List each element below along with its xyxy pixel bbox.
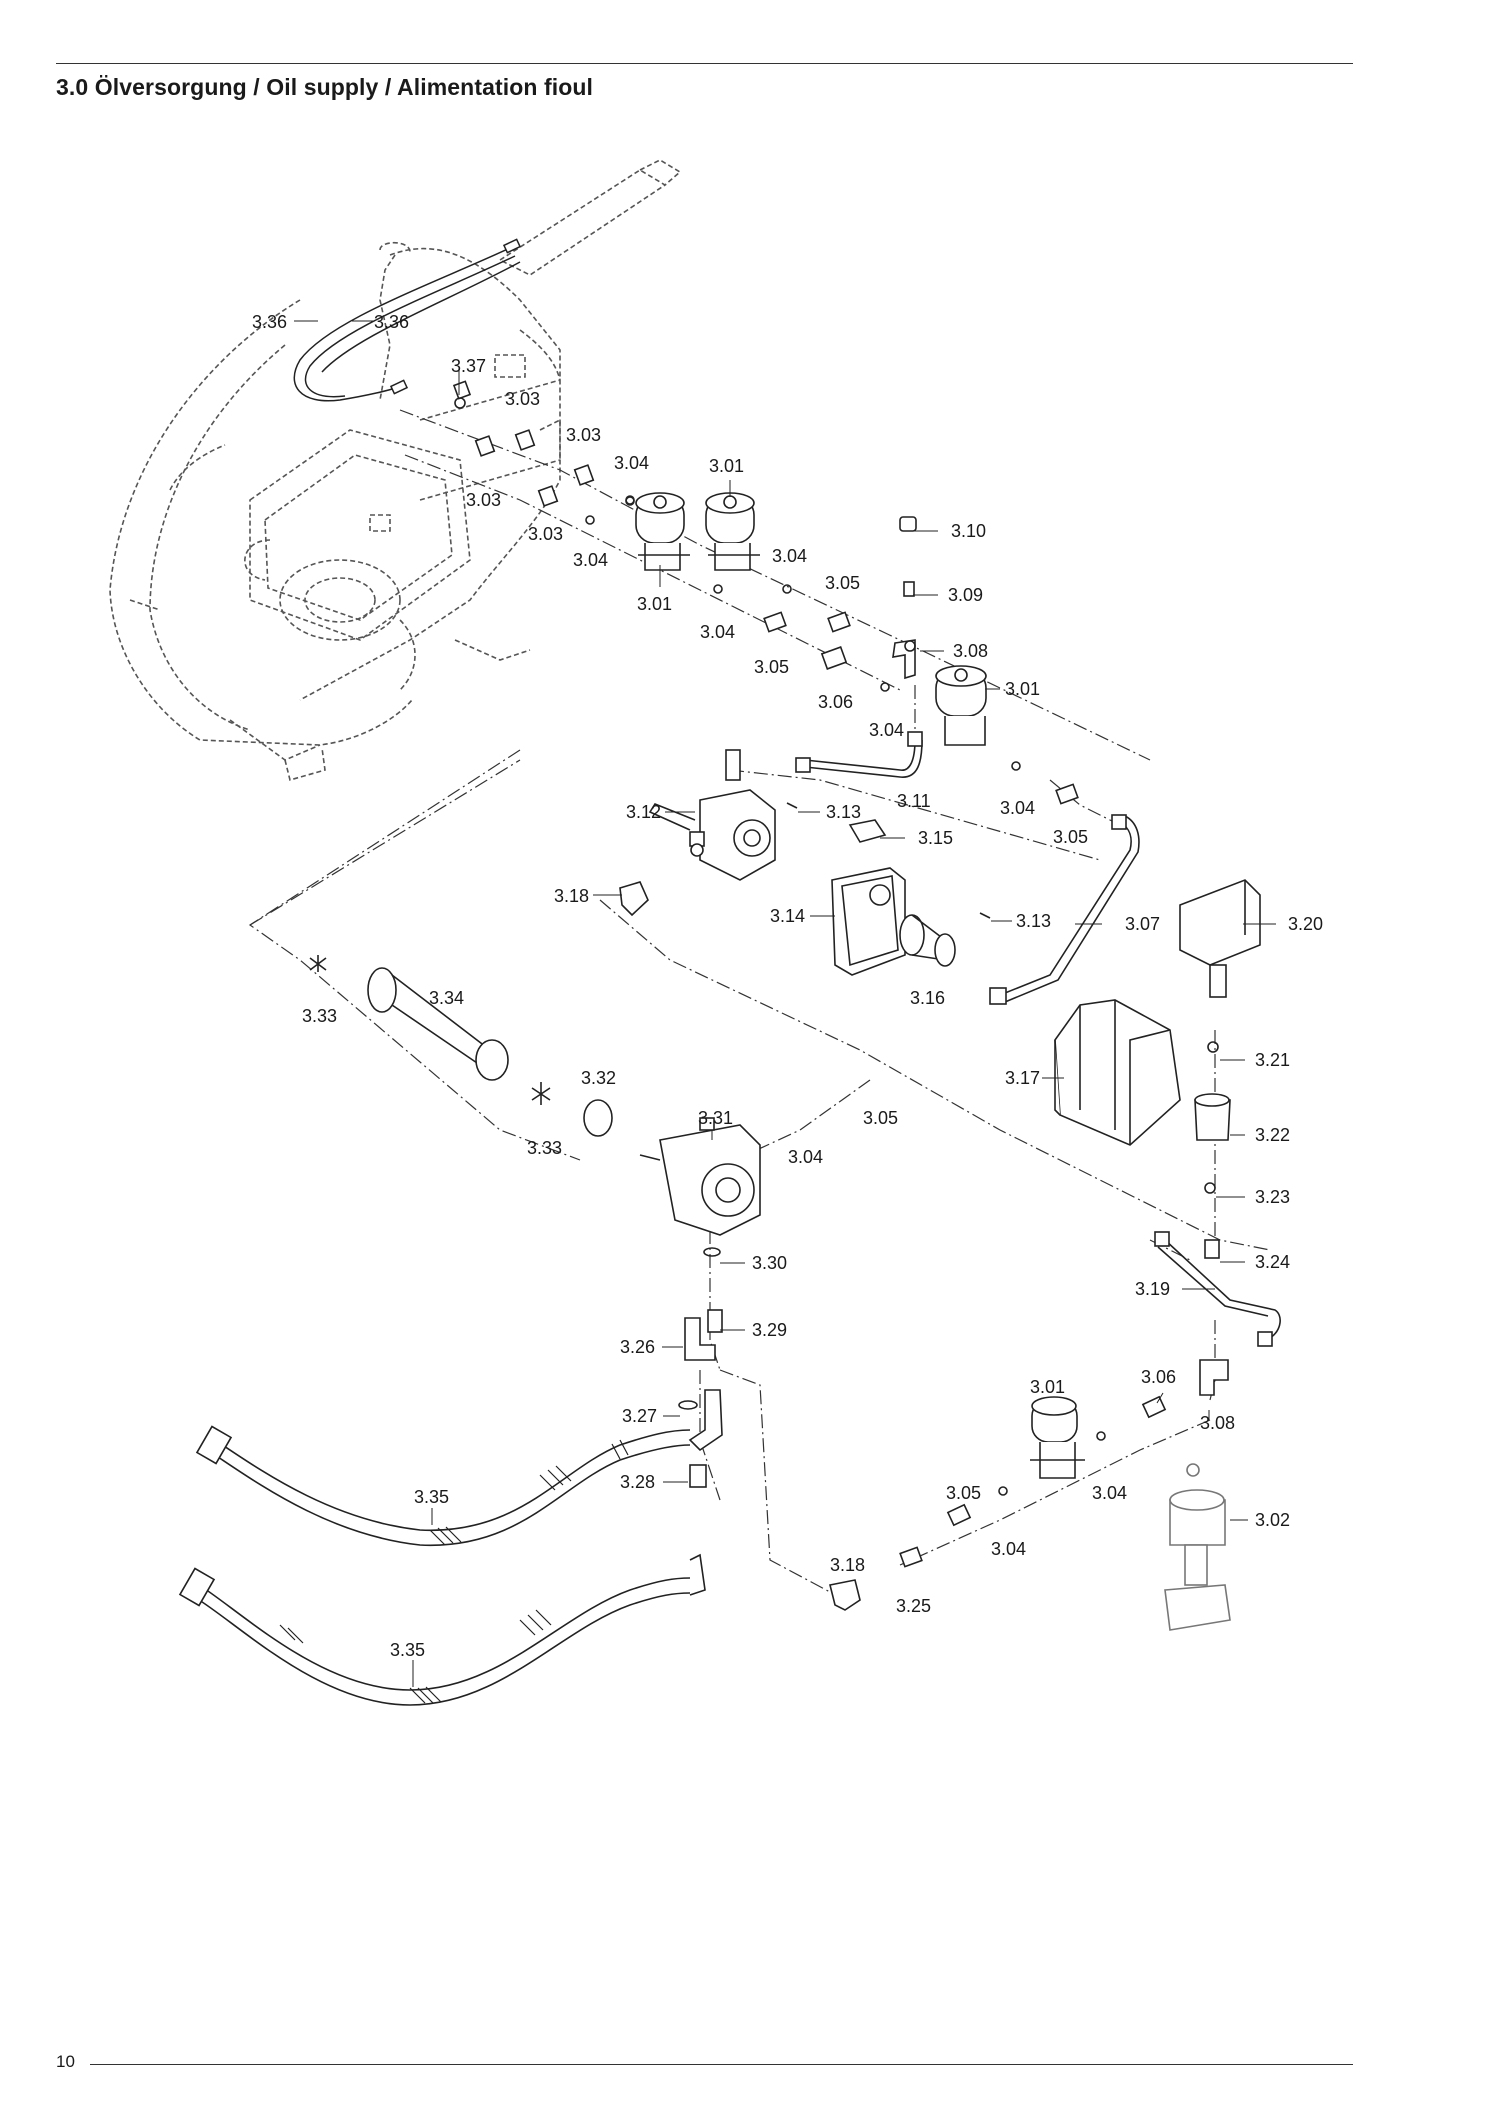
part-label: 3.36 bbox=[374, 312, 409, 332]
part-label: 3.05 bbox=[1053, 827, 1088, 847]
part-label: 3.04 bbox=[772, 546, 807, 566]
part-label: 3.22 bbox=[1255, 1125, 1290, 1145]
part-label: 3.03 bbox=[505, 389, 540, 409]
part-labels: 3.36 3.36 3.37 3.03 3.03 3.04 3.01 3.03 … bbox=[252, 312, 1323, 1660]
part-label: 3.01 bbox=[1005, 679, 1040, 699]
part-label: 3.01 bbox=[637, 594, 672, 614]
part-label: 3.04 bbox=[1000, 798, 1035, 818]
page-title: 3.0 Ölversorgung / Oil supply / Alimenta… bbox=[56, 74, 594, 100]
part-label: 3.33 bbox=[302, 1006, 337, 1026]
part-label: 3.09 bbox=[948, 585, 983, 605]
part-label: 3.26 bbox=[620, 1337, 655, 1357]
oil-pump bbox=[648, 749, 776, 881]
part-label: 3.04 bbox=[788, 1147, 823, 1167]
part-label: 3.36 bbox=[252, 312, 287, 332]
part-label: 3.04 bbox=[991, 1539, 1026, 1559]
part-label: 3.04 bbox=[869, 720, 904, 740]
pressure-switch bbox=[1179, 879, 1261, 998]
part-label: 3.02 bbox=[1255, 1510, 1290, 1530]
part-label: 3.11 bbox=[897, 791, 931, 811]
oil-hose bbox=[178, 1425, 706, 1706]
drive-shaft bbox=[367, 967, 509, 1081]
shaft-coupling bbox=[899, 914, 956, 967]
part-label: 3.05 bbox=[825, 573, 860, 593]
part-label: 3.15 bbox=[918, 828, 953, 848]
part-label: 3.23 bbox=[1255, 1187, 1290, 1207]
part-label: 3.04 bbox=[614, 453, 649, 473]
part-label: 3.18 bbox=[830, 1555, 865, 1575]
part-label: 3.17 bbox=[1005, 1068, 1040, 1088]
top-rule bbox=[56, 63, 1353, 64]
part-label: 3.16 bbox=[910, 988, 945, 1008]
motor bbox=[1054, 999, 1181, 1146]
part-label: 3.21 bbox=[1255, 1050, 1290, 1070]
part-label: 3.03 bbox=[566, 425, 601, 445]
ignition-cable bbox=[293, 238, 522, 402]
part-label: 3.08 bbox=[953, 641, 988, 661]
part-label: 3.08 bbox=[1200, 1413, 1235, 1433]
part-label: 3.03 bbox=[528, 524, 563, 544]
part-label: 3.01 bbox=[1030, 1377, 1065, 1397]
burner-housing-outline bbox=[109, 241, 561, 781]
part-label: 3.29 bbox=[752, 1320, 787, 1340]
part-label: 3.32 bbox=[581, 1068, 616, 1088]
part-label: 3.30 bbox=[752, 1253, 787, 1273]
part-label: 3.34 bbox=[429, 988, 464, 1008]
part-label: 3.35 bbox=[390, 1640, 425, 1660]
bottom-rule bbox=[90, 2064, 1353, 2065]
part-label: 3.05 bbox=[863, 1108, 898, 1128]
part-label: 3.13 bbox=[826, 802, 861, 822]
leader-lines bbox=[294, 320, 1276, 1687]
solenoid-valve bbox=[635, 492, 690, 571]
spare-solenoid-valve bbox=[1164, 1463, 1231, 1631]
part-label: 3.14 bbox=[770, 906, 805, 926]
part-label: 3.01 bbox=[709, 456, 744, 476]
part-label: 3.04 bbox=[573, 550, 608, 570]
part-label: 3.13 bbox=[1016, 911, 1051, 931]
solenoid-valve bbox=[1030, 1396, 1085, 1479]
part-label: 3.05 bbox=[946, 1483, 981, 1503]
part-label: 3.24 bbox=[1255, 1252, 1290, 1272]
hose-braid-marks bbox=[279, 1439, 629, 1704]
part-label: 3.12 bbox=[626, 802, 661, 822]
solenoid-valve bbox=[705, 492, 760, 571]
part-label: 3.06 bbox=[1141, 1367, 1176, 1387]
part-label: 3.04 bbox=[1092, 1483, 1127, 1503]
part-label: 3.04 bbox=[700, 622, 735, 642]
oil-pump bbox=[639, 1117, 761, 1236]
ignition-electrode-tube bbox=[498, 159, 682, 276]
part-label: 3.20 bbox=[1288, 914, 1323, 934]
solenoid-valve bbox=[935, 665, 987, 746]
part-label: 3.25 bbox=[896, 1596, 931, 1616]
page-number: 10 bbox=[56, 2052, 75, 2071]
part-label: 3.18 bbox=[554, 886, 589, 906]
part-label: 3.19 bbox=[1135, 1279, 1170, 1299]
part-label: 3.03 bbox=[466, 490, 501, 510]
part-label: 3.28 bbox=[620, 1472, 655, 1492]
part-label: 3.37 bbox=[451, 356, 486, 376]
part-label: 3.10 bbox=[951, 521, 986, 541]
parts-artwork bbox=[309, 380, 1281, 1631]
part-label: 3.33 bbox=[527, 1138, 562, 1158]
part-label: 3.27 bbox=[622, 1406, 657, 1426]
part-label: 3.35 bbox=[414, 1487, 449, 1507]
part-label: 3.05 bbox=[754, 657, 789, 677]
part-label: 3.07 bbox=[1125, 914, 1160, 934]
part-label: 3.31 bbox=[698, 1108, 733, 1128]
part-label: 3.06 bbox=[818, 692, 853, 712]
coupling-bracket bbox=[831, 867, 906, 976]
